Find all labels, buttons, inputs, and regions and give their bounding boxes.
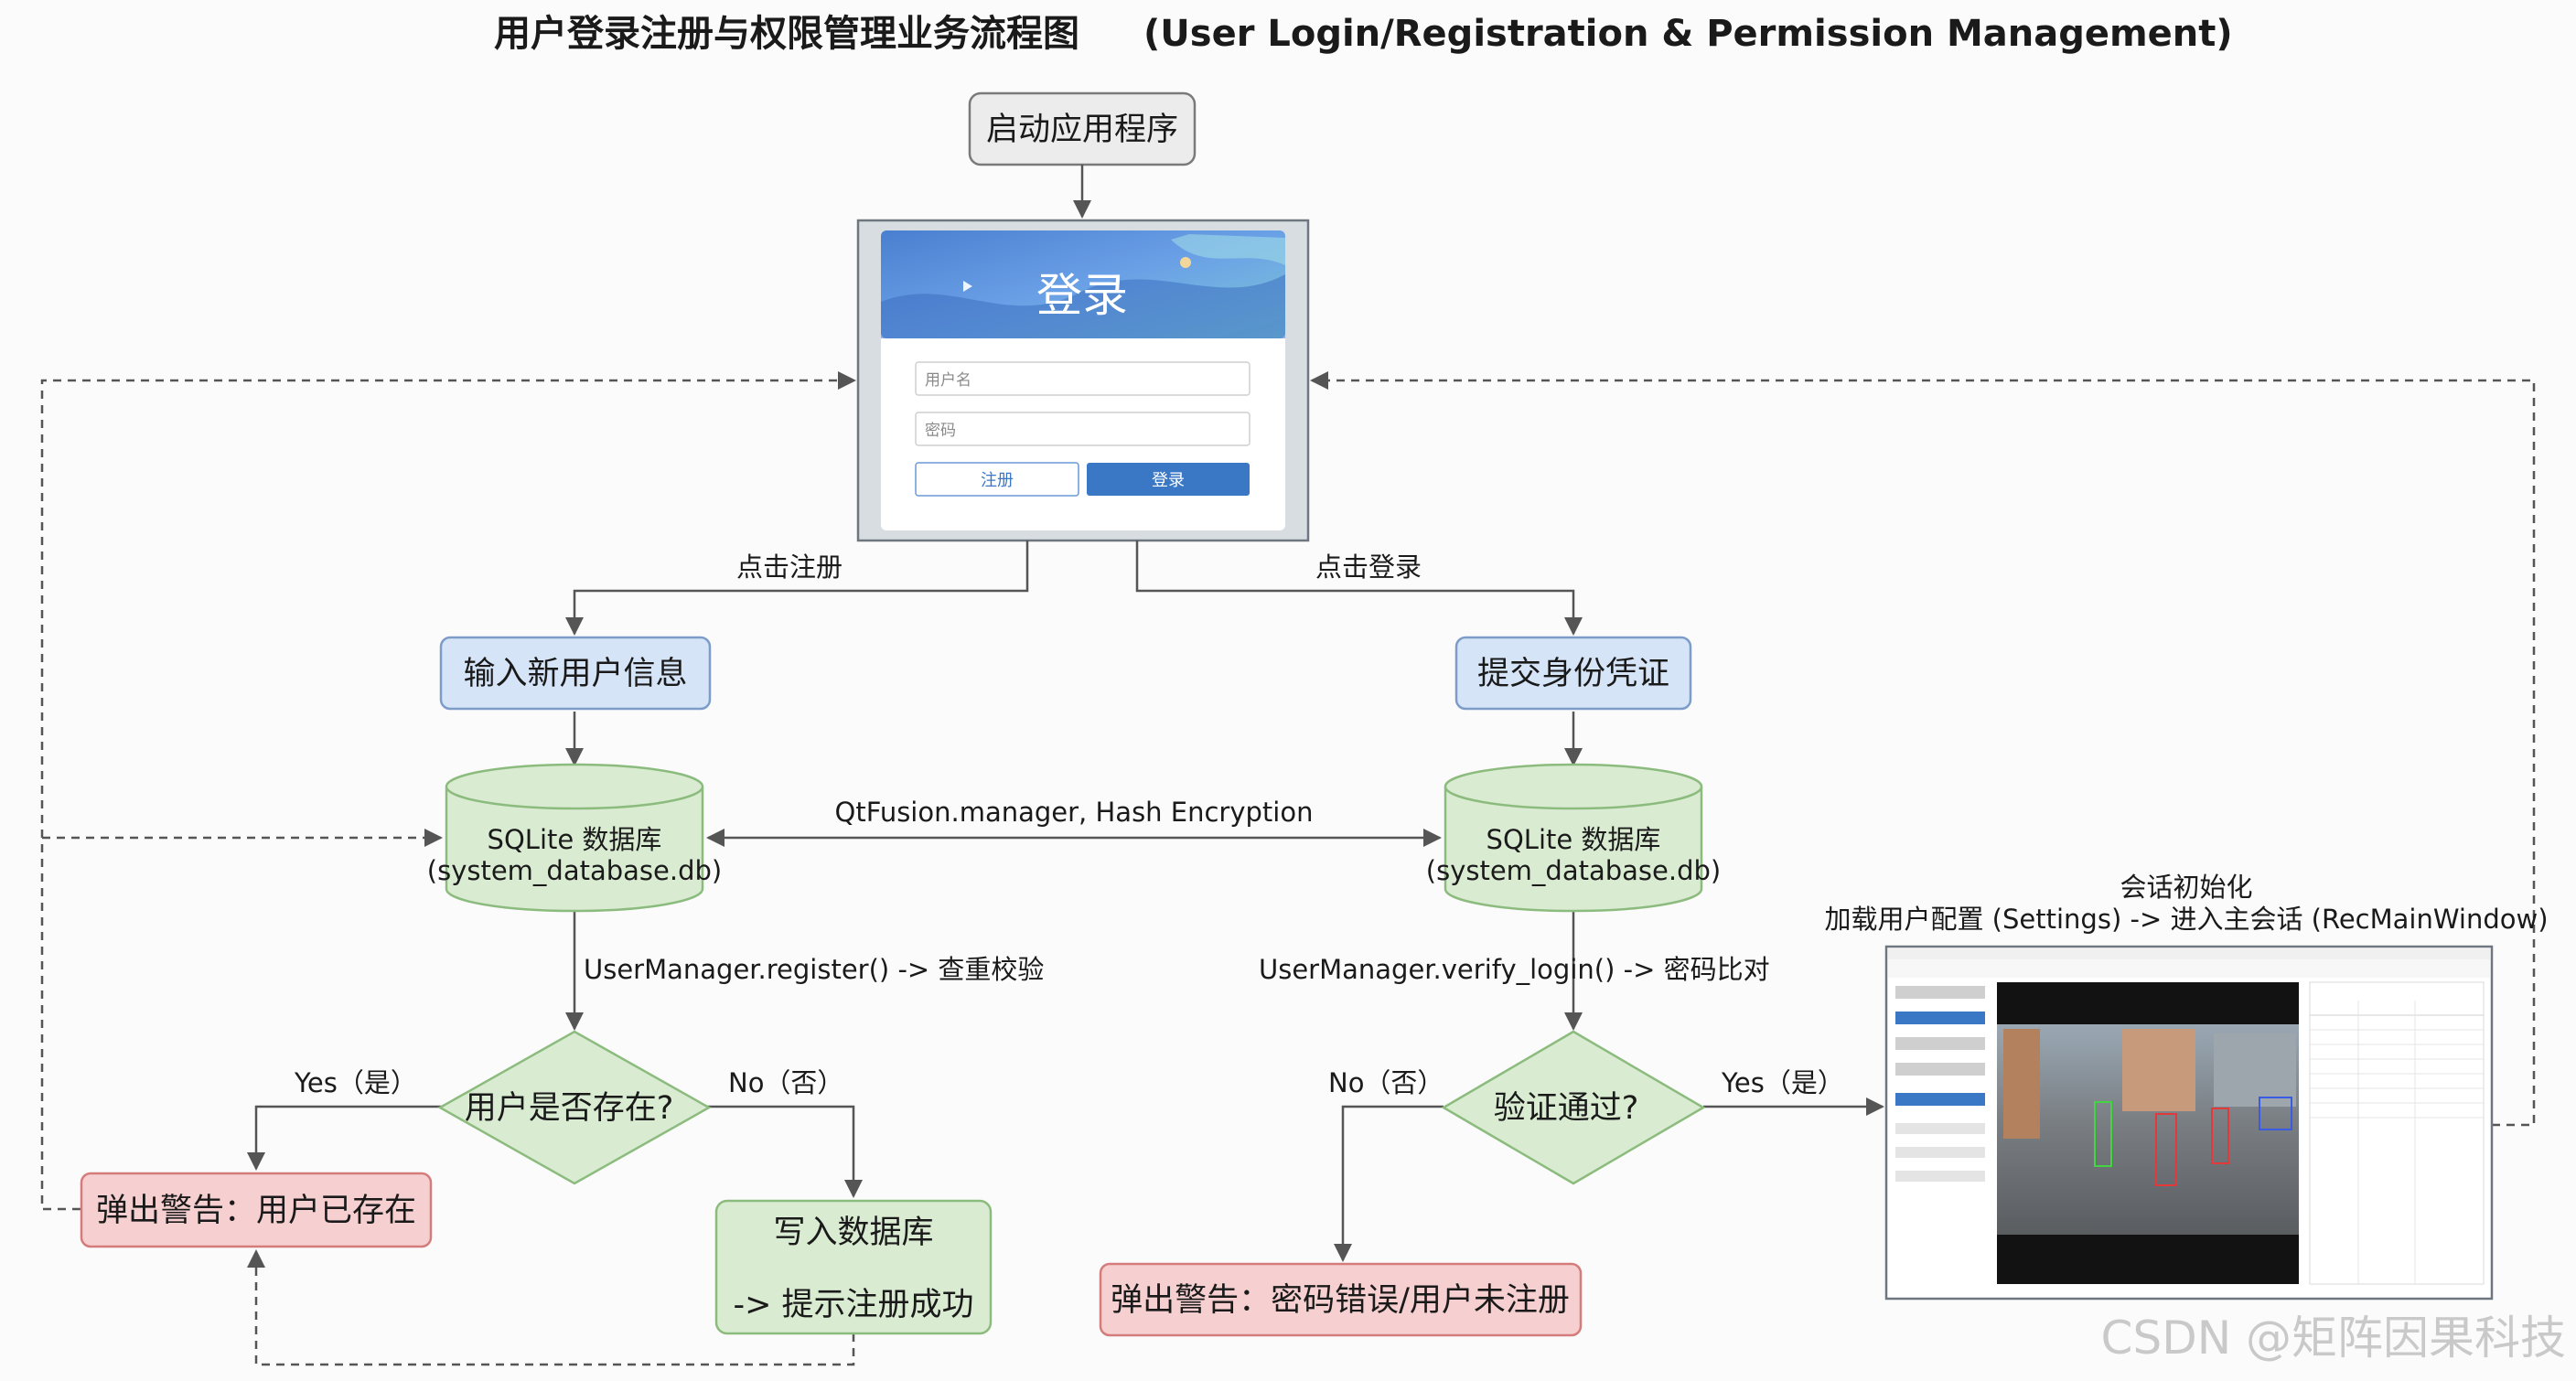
decision-user-exists-label: 用户是否存在? xyxy=(465,1090,674,1127)
sun-decoration-icon xyxy=(1180,257,1191,268)
alert-user-exists: 弹出警告：用户已存在 xyxy=(80,1172,433,1248)
label-no-right: No（否） xyxy=(1328,1067,1444,1098)
alert-user-exists-label: 弹出警告：用户已存在 xyxy=(96,1193,416,1229)
database-right-line2: (system_database.db) xyxy=(1426,855,1721,886)
submit-credentials-label: 提交身份凭证 xyxy=(1477,656,1669,692)
label-yes-left: Yes（是） xyxy=(294,1067,417,1098)
start-node: 启动应用程序 xyxy=(968,91,1197,166)
database-left: SQLite 数据库 (system_database.db) xyxy=(427,763,722,913)
login-window-title: 登录 xyxy=(1036,269,1128,322)
session-subtitle: 加载用户配置 (Settings) -> 进入主会话 (RecMainWindo… xyxy=(1824,904,2548,935)
username-placeholder: 用户名 xyxy=(925,371,971,390)
edge-alert-back-to-login xyxy=(40,371,856,1211)
write-database-line2: -> 提示注册成功 xyxy=(733,1287,973,1323)
register-button[interactable] xyxy=(915,462,1079,497)
write-database-line1: 写入数据库 xyxy=(773,1215,933,1251)
edge-session-back-to-login xyxy=(1310,371,2536,1127)
write-database-node: 写入数据库 -> 提示注册成功 xyxy=(714,1199,993,1335)
decision-user-exists: 用户是否存在? xyxy=(437,1030,712,1185)
login-button-label: 登录 xyxy=(1152,471,1185,490)
password-placeholder: 密码 xyxy=(925,422,956,440)
edge-click-login xyxy=(1135,541,1583,636)
label-verify-call: UserManager.verify_login() -> 密码比对 xyxy=(1259,954,1770,985)
register-input-node: 输入新用户信息 xyxy=(439,636,712,711)
alert-wrong-password: 弹出警告：密码错误/用户未注册 xyxy=(1099,1262,1583,1337)
register-button-label: 注册 xyxy=(981,471,1014,490)
main-window-thumbnail xyxy=(1884,945,2494,1301)
label-click-register: 点击注册 xyxy=(736,551,843,583)
login-button[interactable] xyxy=(1087,463,1250,496)
watermark: CSDN @矩阵因果科技 xyxy=(2101,1311,2566,1365)
password-input[interactable] xyxy=(915,412,1250,446)
connectors xyxy=(247,165,1884,1262)
username-input[interactable] xyxy=(915,361,1250,396)
play-decoration-icon xyxy=(963,281,972,292)
dashed-connectors xyxy=(40,371,2536,1366)
edge-click-register xyxy=(565,541,1029,636)
edge-verify-no xyxy=(1334,1105,1444,1262)
title-cn: 用户登录注册与权限管理业务流程图 xyxy=(494,13,1079,55)
label-qtfusion: QtFusion.manager, Hash Encryption xyxy=(835,797,1314,828)
label-register-call: UserManager.register() -> 查重校验 xyxy=(584,954,1044,985)
label-yes-right: Yes（是） xyxy=(1721,1067,1844,1098)
title-en: (User Login/Registration & Permission Ma… xyxy=(1143,13,2233,55)
login-window: 登录 用户名 密码 注册 登录 xyxy=(856,219,1310,542)
submit-credentials-node: 提交身份凭证 xyxy=(1454,636,1692,711)
database-left-line2: (system_database.db) xyxy=(427,855,722,886)
alert-wrong-password-label: 弹出警告：密码错误/用户未注册 xyxy=(1111,1282,1570,1319)
label-click-login: 点击登录 xyxy=(1315,551,1422,583)
session-title: 会话初始化 xyxy=(2120,872,2252,903)
edge-exists-yes xyxy=(247,1105,442,1171)
database-right-line1: SQLite 数据库 xyxy=(1487,824,1661,855)
decision-verify: 验证通过? xyxy=(1441,1030,1706,1185)
start-node-label: 启动应用程序 xyxy=(986,112,1178,148)
label-no-left: No（否） xyxy=(728,1067,843,1098)
register-input-label: 输入新用户信息 xyxy=(463,656,687,692)
edge-write-back xyxy=(247,1249,855,1366)
decision-verify-label: 验证通过? xyxy=(1494,1090,1639,1127)
database-left-line1: SQLite 数据库 xyxy=(488,824,662,855)
edge-exists-no xyxy=(707,1105,863,1198)
database-right: SQLite 数据库 (system_database.db) xyxy=(1426,763,1721,913)
